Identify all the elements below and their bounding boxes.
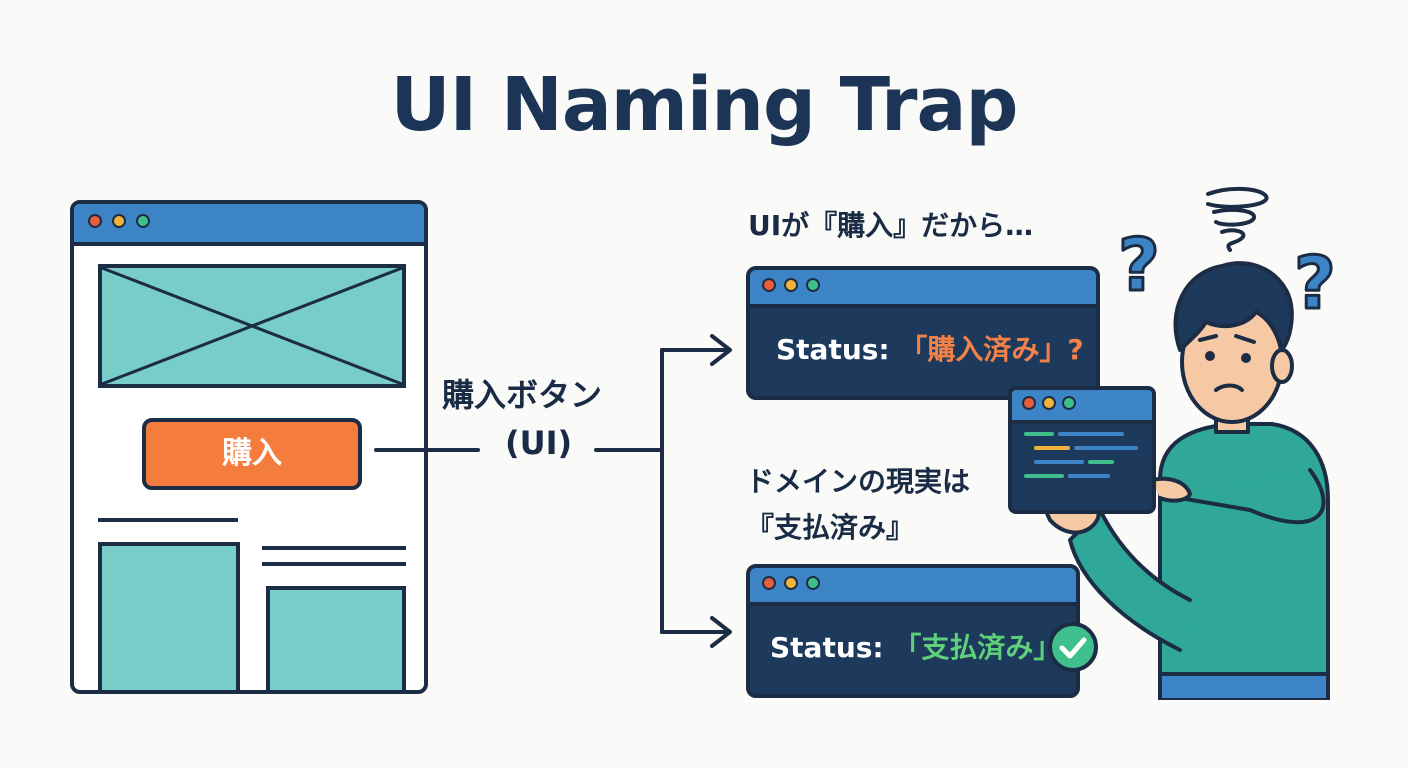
svg-text:?: ? — [1118, 223, 1160, 307]
image-placeholder — [98, 264, 406, 388]
page-title: UI Naming Trap — [390, 62, 1019, 148]
close-dot-icon — [88, 214, 102, 228]
code-lines-icon — [1024, 432, 1138, 478]
text-line — [262, 546, 406, 550]
text-line — [262, 562, 406, 566]
minimize-dot-icon — [784, 576, 798, 590]
minimize-dot-icon — [112, 214, 126, 228]
status-value-actual: 「支払済み」 — [893, 631, 1062, 664]
connector-label: 購入ボタン — [442, 376, 603, 414]
check-circle-icon — [1048, 622, 1098, 672]
image-placeholder-icon — [102, 268, 402, 384]
close-dot-icon — [762, 576, 776, 590]
maximize-dot-icon — [806, 576, 820, 590]
status-value-assumed: 「購入済み」? — [899, 333, 1084, 366]
maximize-dot-icon — [806, 278, 820, 292]
code-tablet-window — [1008, 386, 1156, 514]
connector-label-ui: (UI) — [505, 424, 573, 462]
content-block-right — [266, 586, 406, 690]
minimize-dot-icon — [784, 278, 798, 292]
close-dot-icon — [762, 278, 776, 292]
text-line — [98, 518, 238, 522]
status-panel-assumed: Status: 「購入済み」? — [746, 266, 1100, 400]
content-block-left — [98, 542, 240, 690]
bottom-branch-caption: ドメインの現実は — [746, 465, 971, 498]
status-panel-actual: Status: 「支払済み」 — [746, 564, 1080, 698]
status-text-assumed: Status: 「購入済み」? — [776, 328, 1084, 368]
maximize-dot-icon — [1062, 396, 1076, 410]
maximize-dot-icon — [136, 214, 150, 228]
window-titlebar — [74, 204, 424, 246]
svg-text:?: ? — [1294, 241, 1336, 325]
bottom-branch-caption-term: 『支払済み』 — [746, 511, 915, 544]
status-text-actual: Status: 「支払済み」 — [770, 626, 1061, 666]
buy-button[interactable]: 購入 — [142, 418, 362, 490]
panel-titlebar — [750, 568, 1076, 606]
minimize-dot-icon — [1042, 396, 1056, 410]
status-prefix: Status: — [776, 333, 900, 366]
status-prefix: Status: — [770, 631, 894, 664]
top-branch-caption: UIが『購入』だから… — [748, 209, 1034, 242]
ui-wireframe-window: 購入 — [70, 200, 428, 694]
tablet-titlebar — [1012, 390, 1152, 424]
close-dot-icon — [1022, 396, 1036, 410]
panel-titlebar — [750, 270, 1096, 308]
